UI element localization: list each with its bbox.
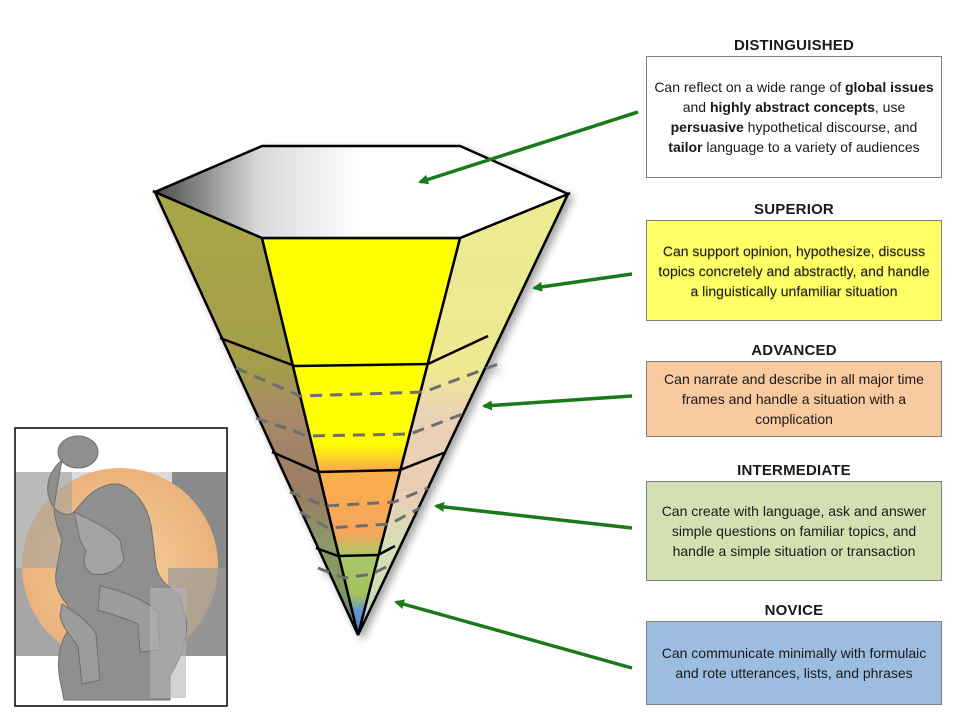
level-novice: NOVICE Can communicate minimally with fo… <box>646 601 942 705</box>
description-text: and <box>682 99 710 115</box>
description-text: Can create with language, ask and answer… <box>661 503 927 559</box>
level-description-box: Can support opinion, hypothesize, discus… <box>646 220 942 321</box>
level-intermediate: INTERMEDIATE Can create with language, a… <box>646 461 942 581</box>
level-description: Can support opinion, hypothesize, discus… <box>653 241 935 301</box>
description-text: language to a variety of audiences <box>702 139 920 155</box>
level-superior: SUPERIOR Can support opinion, hypothesiz… <box>646 200 942 321</box>
level-title: SUPERIOR <box>754 201 834 218</box>
level-title: NOVICE <box>764 602 824 619</box>
pyramid-sublevel-dashes <box>235 362 499 580</box>
level-title: ADVANCED <box>751 342 837 359</box>
level-advanced: ADVANCED Can narrate and describe in all… <box>646 341 942 437</box>
description-emphasis: highly abstract concepts <box>709 99 875 115</box>
level-description-box: Can reflect on a wide range of global is… <box>646 56 942 178</box>
arrow-distinguished <box>418 110 639 185</box>
description-text: Can reflect on a wide range of <box>654 79 845 95</box>
level-title: INTERMEDIATE <box>737 462 851 479</box>
level-description-box: Can create with language, ask and answer… <box>646 481 942 581</box>
pyramid-section-lines <box>219 334 489 558</box>
inverted-pyramid <box>151 144 572 636</box>
description-text: Can support opinion, hypothesize, discus… <box>658 242 930 299</box>
description-text: , use <box>874 99 906 115</box>
thinker-statue-image <box>14 427 228 707</box>
description-text: Can narrate and describe in all major ti… <box>664 371 924 427</box>
level-description-box: Can narrate and describe in all major ti… <box>646 361 942 437</box>
description-text: Can communicate minimally with formulaic… <box>661 645 927 681</box>
level-description-box: Can communicate minimally with formulaic… <box>646 621 942 705</box>
description-emphasis: persuasive <box>670 119 744 135</box>
description-text: hypothetical discourse, and <box>743 119 918 135</box>
level-description: Can reflect on a wide range of global is… <box>653 77 935 157</box>
level-distinguished: DISTINGUISHED Can reflect on a wide rang… <box>646 36 942 178</box>
arrow-advanced <box>482 394 633 411</box>
level-description: Can communicate minimally with formulaic… <box>653 643 935 683</box>
description-emphasis: global issues <box>844 79 934 95</box>
arrow-intermediate <box>434 501 633 530</box>
level-description: Can create with language, ask and answer… <box>653 501 935 561</box>
level-arrows <box>394 110 639 670</box>
arrow-novice <box>394 599 633 670</box>
arrow-superior <box>532 272 633 292</box>
level-description: Can narrate and describe in all major ti… <box>653 369 935 429</box>
description-emphasis: tailor <box>668 139 703 155</box>
level-title: DISTINGUISHED <box>733 37 855 54</box>
